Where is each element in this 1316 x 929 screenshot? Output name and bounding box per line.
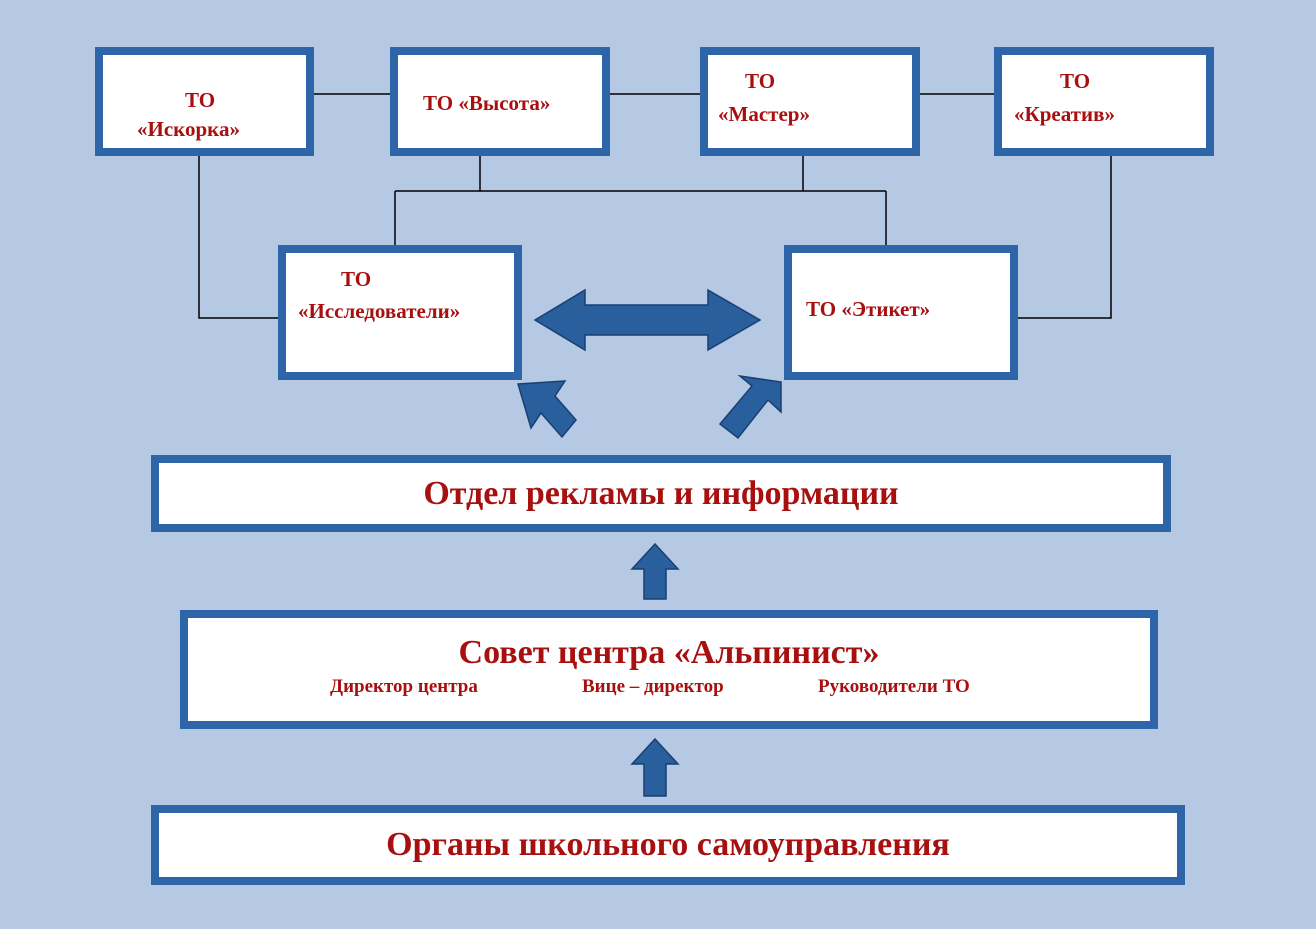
to-etiket-label: ТО «Этикет» xyxy=(806,297,931,321)
council-member-director: Директор центра xyxy=(330,676,478,697)
to-vysota-label: ТО «Высота» xyxy=(423,91,551,115)
department-box: Отдел рекламы и информации xyxy=(151,455,1171,532)
to-issledovateli-label: ТО xyxy=(341,267,372,291)
department-title: Отдел рекламы и информации xyxy=(423,474,899,512)
connector-kreativ-etiket xyxy=(1014,153,1112,319)
up-arrow-department-icon xyxy=(630,542,680,600)
to-master-label: ТО xyxy=(745,69,776,93)
to-kreativ-box: ТО «Креатив» xyxy=(994,47,1214,156)
to-etiket-box: ТО «Этикет» xyxy=(784,245,1018,380)
up-arrow-council-icon xyxy=(630,737,680,797)
to-kreativ-label: ТО xyxy=(1060,69,1091,93)
to-master-name: «Мастер» xyxy=(718,102,810,126)
diagonal-arrow-right-icon xyxy=(718,374,782,440)
to-iskorka-label: ТО xyxy=(185,88,216,112)
diagonal-arrow-left-icon xyxy=(517,380,577,439)
council-box: Совет центра «Альпинист» Директор центра… xyxy=(180,610,1158,729)
self-government-title: Органы школьного самоуправления xyxy=(386,826,950,863)
council-member-to-leaders: Руководители ТО xyxy=(818,676,970,697)
to-iskorka-box: ТО «Искорка» xyxy=(95,47,314,156)
to-master-box: ТО «Мастер» xyxy=(700,47,920,156)
council-member-vice-director: Вице – директор xyxy=(582,676,724,697)
to-vysota-box: ТО «Высота» xyxy=(390,47,610,156)
connector-iskorka-issledovateli xyxy=(198,153,282,319)
self-government-box: Органы школьного самоуправления xyxy=(151,805,1185,885)
to-iskorka-name: «Искорка» xyxy=(137,117,240,141)
to-kreativ-name: «Креатив» xyxy=(1014,102,1115,126)
council-title: Совет центра «Альпинист» xyxy=(458,634,880,671)
double-arrow-icon xyxy=(533,288,762,352)
to-issledovateli-name: «Исследователи» xyxy=(298,299,461,323)
to-issledovateli-box: ТО «Исследователи» xyxy=(278,245,522,380)
